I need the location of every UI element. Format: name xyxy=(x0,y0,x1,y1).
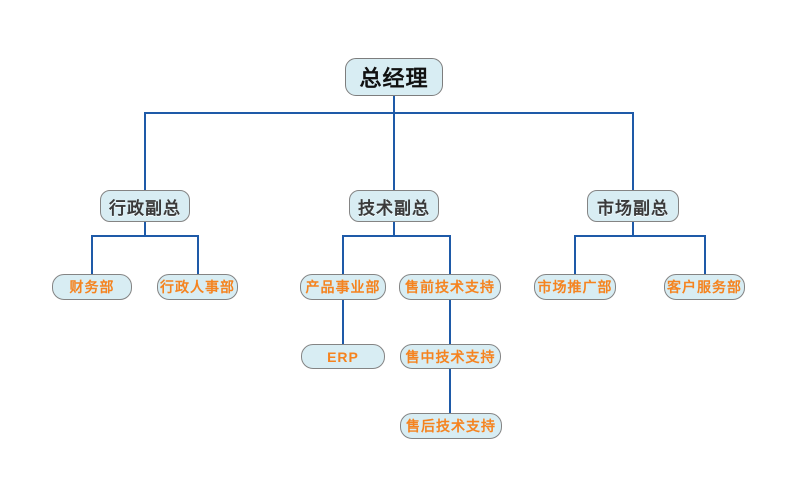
org-node-product-division: 产品事业部 xyxy=(300,274,386,300)
org-node-aftersales-support: 售后技术支持 xyxy=(400,413,502,439)
org-node-general-manager: 总经理 xyxy=(345,58,443,96)
org-node-marketing-promo-dept: 市场推广部 xyxy=(534,274,616,300)
org-node-admin-vp: 行政副总 xyxy=(100,190,190,222)
org-node-tech-vp: 技术副总 xyxy=(349,190,439,222)
org-node-midsales-support: 售中技术支持 xyxy=(400,344,501,369)
org-node-admin-hr-dept: 行政人事部 xyxy=(157,274,238,300)
org-node-finance-dept: 财务部 xyxy=(52,274,132,300)
org-node-customer-service-dept: 客户服务部 xyxy=(664,274,745,300)
org-node-presales-support: 售前技术支持 xyxy=(399,274,501,300)
org-node-erp: ERP xyxy=(301,344,385,369)
org-node-market-vp: 市场副总 xyxy=(587,190,679,222)
